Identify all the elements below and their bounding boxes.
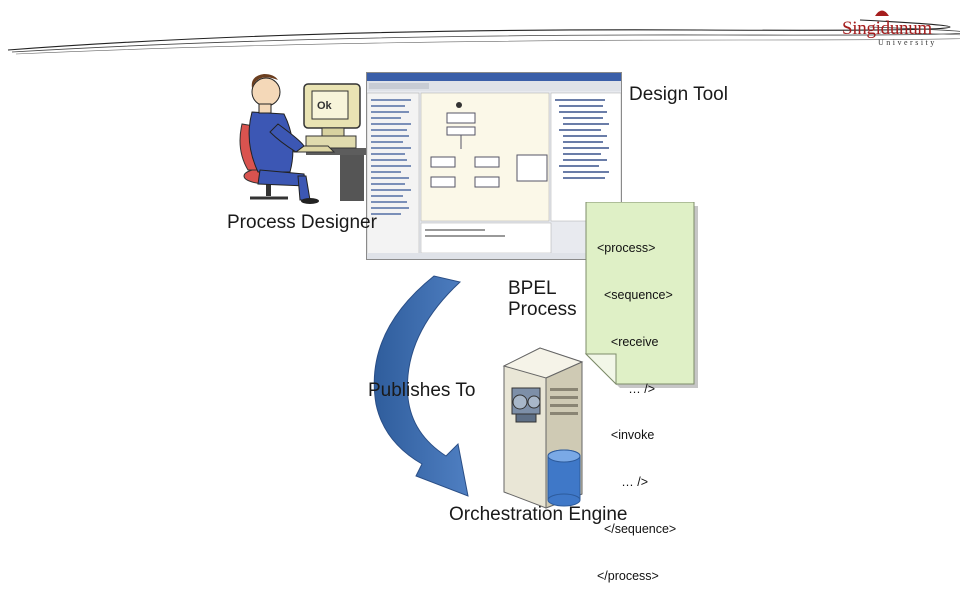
header-swoosh bbox=[7, 19, 960, 55]
code-line: </process> bbox=[597, 568, 659, 583]
code-line: <process> bbox=[597, 241, 656, 256]
code-line: <sequence> bbox=[597, 287, 673, 302]
orchestration-engine-label: Orchestration Engine bbox=[449, 504, 628, 525]
bpel-process-document bbox=[584, 202, 698, 388]
design-tool-screenshot bbox=[366, 72, 622, 260]
process-designer-illustration: Ok bbox=[239, 74, 368, 204]
code-line: … /> bbox=[597, 475, 649, 490]
university-logo: Singidunum University bbox=[832, 8, 942, 47]
code-line: <invoke bbox=[597, 428, 655, 443]
publish-arrow bbox=[373, 275, 469, 497]
bpel-label-line: Process bbox=[508, 299, 577, 320]
bpel-label-line: BPEL bbox=[508, 278, 557, 299]
design-tool-label: Design Tool bbox=[629, 84, 728, 105]
publishes-to-label: Publishes To bbox=[368, 380, 476, 401]
orchestration-engine-server bbox=[502, 347, 584, 509]
logo-subtitle: University bbox=[878, 38, 937, 47]
bpel-process-label: BPEL Process bbox=[508, 278, 577, 320]
ide-window bbox=[367, 73, 621, 259]
code-line: <receive bbox=[597, 334, 659, 349]
code-line: </sequence> bbox=[597, 521, 677, 536]
svg-text:Ok: Ok bbox=[317, 100, 333, 112]
bpel-code: <process> <sequence> <receive … /> <invo… bbox=[597, 210, 676, 600]
code-line: … /> bbox=[597, 381, 656, 396]
process-designer-label: Process Designer bbox=[227, 212, 377, 233]
logo-name: Singidunum bbox=[842, 18, 932, 39]
crest-icon bbox=[875, 10, 889, 16]
